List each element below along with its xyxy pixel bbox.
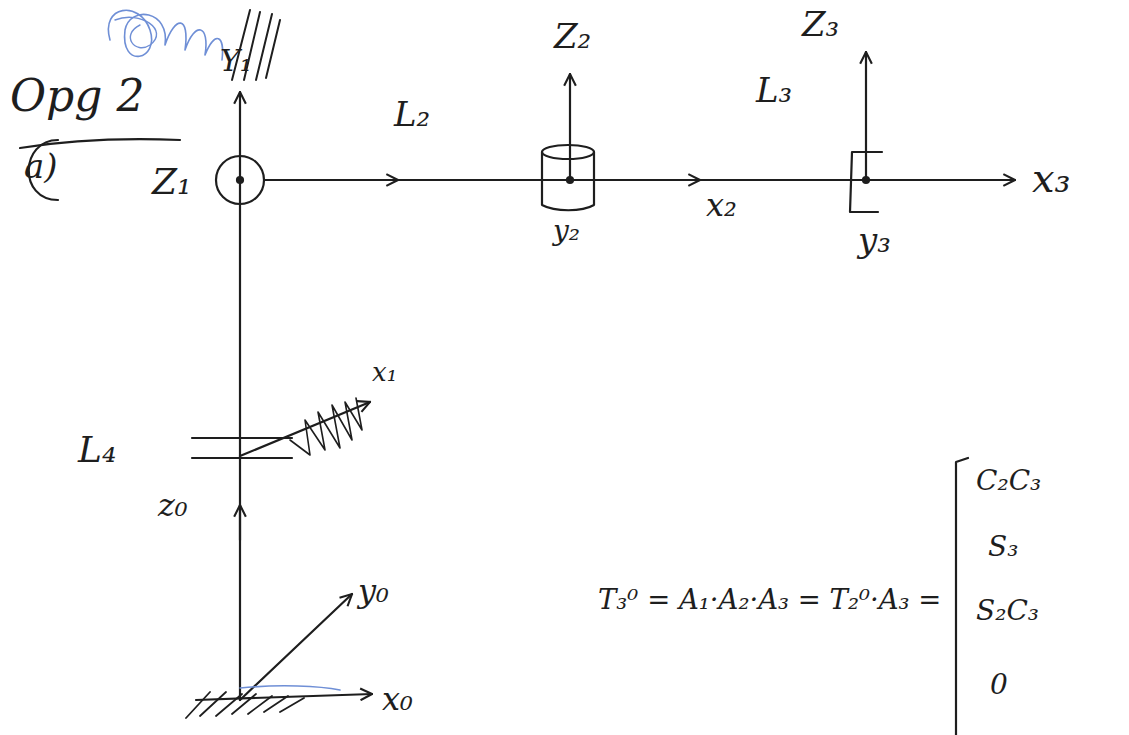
matrix-entry: 0 xyxy=(988,670,1010,701)
link-length: L₃ xyxy=(754,72,794,109)
axis-label: y₀ xyxy=(356,574,391,609)
heading-label: Opg 2 xyxy=(8,72,146,120)
axis-label: Z₂ xyxy=(552,18,593,55)
axis-label: z₀ xyxy=(156,488,190,523)
axis-label: x₀ xyxy=(380,682,415,717)
matrix-entry: S₃ xyxy=(986,532,1020,563)
axis-label: y₂ xyxy=(551,216,582,247)
axis-label: x₂ xyxy=(704,188,739,223)
matrix-entry: S₂C₃ xyxy=(974,596,1041,627)
axis-label: x₁ xyxy=(370,358,399,387)
link-length: L₄ xyxy=(76,430,118,470)
axis-label: Y₁ xyxy=(218,44,254,77)
equation: T₃⁰ = A₁·A₂·A₃ = T₂⁰·A₃ = xyxy=(596,584,943,614)
part-label: a) xyxy=(22,148,60,185)
axis-label: Z₁ xyxy=(150,162,193,202)
axis-label: x₃ xyxy=(1030,156,1073,200)
matrix-entry: C₂C₃ xyxy=(974,466,1043,497)
link-length: L₂ xyxy=(392,96,432,133)
axis-label: Z₃ xyxy=(800,6,841,43)
axis-label: y₃ xyxy=(856,222,893,259)
